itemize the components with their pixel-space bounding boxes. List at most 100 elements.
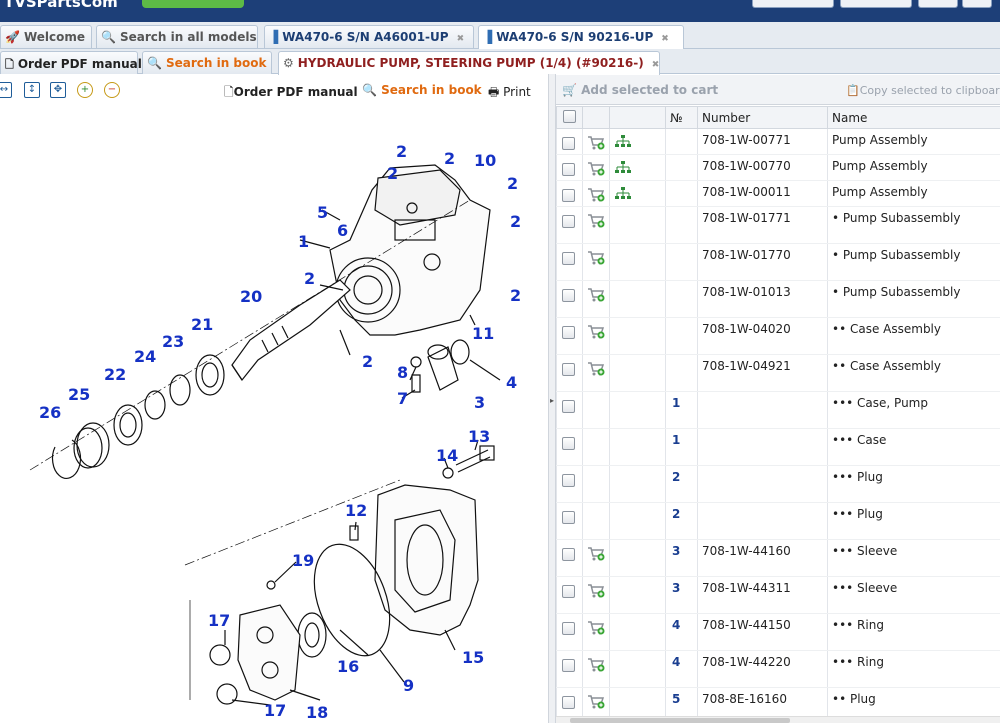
- table-row[interactable]: 708-1W-04921•• Case Assembly: [556, 354, 1000, 392]
- row-part-number[interactable]: [697, 502, 828, 540]
- print-button[interactable]: 🖶 Print: [488, 85, 531, 99]
- row-checkbox[interactable]: [562, 252, 575, 265]
- callout-label[interactable]: 2: [507, 174, 518, 193]
- callout-label[interactable]: 3: [474, 393, 485, 412]
- callout-label[interactable]: 2: [396, 142, 407, 161]
- copy-to-clipboard-button[interactable]: 📋Copy selected to clipboard: [846, 84, 1000, 97]
- order-pdf-button[interactable]: 🗋Order PDF manual: [224, 85, 358, 99]
- row-checkbox[interactable]: [562, 511, 575, 524]
- hierarchy-icon[interactable]: [614, 161, 632, 178]
- fit-page-icon[interactable]: ✥: [50, 82, 66, 98]
- row-checkbox[interactable]: [562, 659, 575, 672]
- green-header-button[interactable]: [142, 0, 244, 8]
- cart-header-button[interactable]: [840, 0, 912, 8]
- tab-hydraulic-pump[interactable]: ⚙HYDRAULIC PUMP, STEERING PUMP (1/4) (#9…: [278, 51, 660, 75]
- row-part-number[interactable]: [697, 428, 828, 466]
- row-part-name[interactable]: •• Case Assembly: [827, 317, 1000, 355]
- callout-label[interactable]: 8: [397, 363, 408, 382]
- table-row[interactable]: 708-1W-01770• Pump Subassembly: [556, 243, 1000, 281]
- tab-welcome[interactable]: 🚀Welcome: [0, 25, 92, 48]
- callout-label[interactable]: 18: [306, 703, 328, 722]
- panel-splitter[interactable]: ▸: [548, 74, 556, 723]
- add-to-cart-icon[interactable]: [587, 658, 605, 676]
- row-part-name[interactable]: ••• Sleeve: [827, 539, 1000, 577]
- callout-label[interactable]: 17: [208, 611, 230, 630]
- table-row[interactable]: 708-1W-01771• Pump Subassembly: [556, 206, 1000, 244]
- add-to-cart-icon[interactable]: [587, 584, 605, 602]
- tab-search-all-models[interactable]: 🔍Search in all models: [96, 25, 258, 48]
- row-part-number[interactable]: 708-1W-01771: [697, 206, 828, 244]
- row-checkbox[interactable]: [562, 474, 575, 487]
- row-checkbox[interactable]: [562, 289, 575, 302]
- row-part-number[interactable]: 708-1W-44160: [697, 539, 828, 577]
- row-part-name[interactable]: Pump Assembly: [827, 128, 1000, 155]
- collapse-arrow-icon[interactable]: ▸: [550, 396, 555, 405]
- row-part-name[interactable]: • Pump Subassembly: [827, 206, 1000, 244]
- column-header-number[interactable]: Number: [697, 106, 828, 129]
- callout-label[interactable]: 2: [387, 164, 398, 183]
- column-header-name[interactable]: Name: [827, 106, 1000, 129]
- table-row[interactable]: 708-1W-04020•• Case Assembly: [556, 317, 1000, 355]
- hierarchy-icon[interactable]: [614, 187, 632, 204]
- callout-label[interactable]: 11: [472, 324, 494, 343]
- row-part-number[interactable]: 708-8E-16160: [697, 687, 828, 716]
- callout-label[interactable]: 17: [264, 701, 286, 720]
- row-part-number[interactable]: 708-1W-00770: [697, 154, 828, 181]
- row-part-number[interactable]: 708-1W-44311: [697, 576, 828, 614]
- tab-order-pdf[interactable]: 🗋Order PDF manual: [0, 51, 142, 74]
- row-part-number[interactable]: 708-1W-00771: [697, 128, 828, 155]
- callout-label[interactable]: 2: [362, 352, 373, 371]
- fit-height-icon[interactable]: ↕: [24, 82, 40, 98]
- callout-label[interactable]: 2: [510, 212, 521, 231]
- add-to-cart-icon[interactable]: [587, 162, 605, 180]
- callout-label[interactable]: 16: [337, 657, 359, 676]
- callout-label[interactable]: 4: [506, 373, 517, 392]
- row-part-name[interactable]: ••• Ring: [827, 650, 1000, 688]
- row-part-number[interactable]: 708-1W-00011: [697, 180, 828, 207]
- row-part-name[interactable]: ••• Plug: [827, 465, 1000, 503]
- callout-label[interactable]: 26: [39, 403, 61, 422]
- callout-label[interactable]: 14: [436, 446, 458, 465]
- header-button[interactable]: [752, 0, 834, 8]
- row-checkbox[interactable]: [562, 622, 575, 635]
- add-to-cart-icon[interactable]: [587, 325, 605, 343]
- add-to-cart-icon[interactable]: [587, 136, 605, 154]
- callout-label[interactable]: 20: [240, 287, 262, 306]
- row-part-number[interactable]: 708-1W-04921: [697, 354, 828, 392]
- row-checkbox[interactable]: [562, 548, 575, 561]
- search-in-book-button[interactable]: 🔍 Search in book: [362, 83, 482, 97]
- column-header-no[interactable]: №: [665, 106, 698, 129]
- callout-label[interactable]: 2: [510, 286, 521, 305]
- row-part-number[interactable]: 708-1W-44150: [697, 613, 828, 651]
- row-checkbox[interactable]: [562, 696, 575, 709]
- header-button[interactable]: [918, 0, 958, 8]
- callout-label[interactable]: 22: [104, 365, 126, 384]
- table-row[interactable]: 2••• Plug: [556, 502, 1000, 540]
- select-all-checkbox[interactable]: [563, 109, 576, 123]
- add-to-cart-icon[interactable]: [587, 214, 605, 232]
- row-checkbox[interactable]: [562, 400, 575, 413]
- add-to-cart-icon[interactable]: [587, 188, 605, 206]
- row-part-number[interactable]: [697, 465, 828, 503]
- row-checkbox[interactable]: [562, 326, 575, 339]
- callout-label[interactable]: 1: [298, 232, 309, 251]
- callout-label[interactable]: 2: [444, 149, 455, 168]
- tab-model-a46001[interactable]: ▐WA470-6 S/N A46001-UP✖: [264, 25, 474, 48]
- row-part-number[interactable]: 708-1W-01013: [697, 280, 828, 318]
- zoom-out-icon[interactable]: −: [104, 82, 120, 98]
- row-checkbox[interactable]: [562, 437, 575, 450]
- row-checkbox[interactable]: [562, 163, 575, 176]
- row-part-name[interactable]: ••• Plug: [827, 502, 1000, 540]
- exploded-view-drawing[interactable]: 2 2 2 10 2 5 6 2 1 2 2 20 21 23 24 22 25…: [0, 105, 548, 723]
- row-checkbox[interactable]: [562, 215, 575, 228]
- callout-label[interactable]: 7: [397, 389, 408, 408]
- callout-label[interactable]: 6: [337, 221, 348, 240]
- row-part-number[interactable]: 708-1W-01770: [697, 243, 828, 281]
- close-icon[interactable]: ✖: [651, 60, 660, 70]
- callout-label[interactable]: 9: [403, 676, 414, 695]
